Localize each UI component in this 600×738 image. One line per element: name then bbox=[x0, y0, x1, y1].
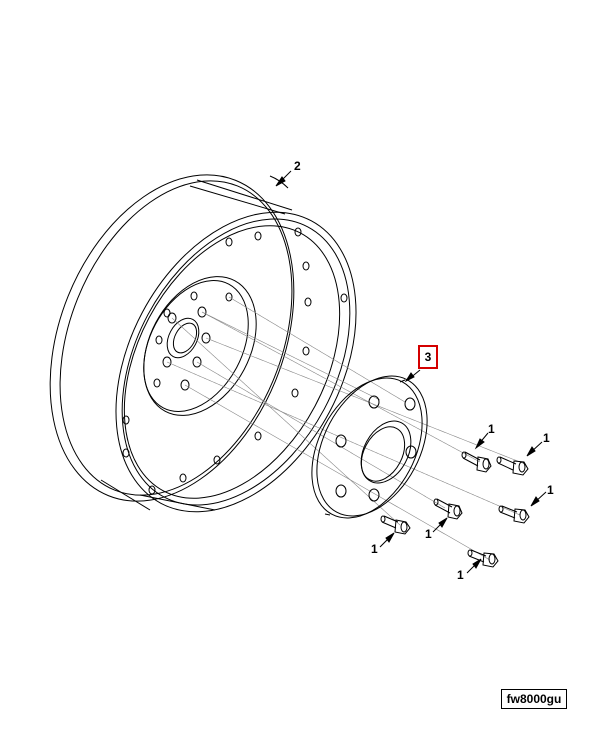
bolt-a bbox=[461, 451, 492, 473]
figure-id-label: fw8000gu bbox=[501, 689, 567, 709]
callout-bolt-b: 1 bbox=[543, 431, 550, 445]
callout-bolt-e: 1 bbox=[371, 542, 378, 556]
callout-bolt-f: 1 bbox=[457, 568, 464, 582]
callout-flywheel: 2 bbox=[294, 159, 301, 173]
leader-arrows bbox=[275, 170, 547, 574]
callout-bolt-c: 1 bbox=[425, 527, 432, 541]
bolt-b bbox=[496, 456, 529, 476]
callout-bolt-a: 1 bbox=[488, 422, 495, 436]
bolt-f bbox=[467, 549, 499, 568]
bolt-c bbox=[433, 498, 463, 520]
flywheel bbox=[49, 174, 357, 513]
callout-bolt-d: 1 bbox=[547, 483, 554, 497]
bolt-e bbox=[380, 515, 411, 535]
adapter-plate bbox=[311, 375, 428, 519]
bolt-d bbox=[498, 505, 530, 524]
alignment-lines bbox=[166, 296, 526, 561]
callout-adapter-plate: 3 bbox=[418, 345, 438, 369]
